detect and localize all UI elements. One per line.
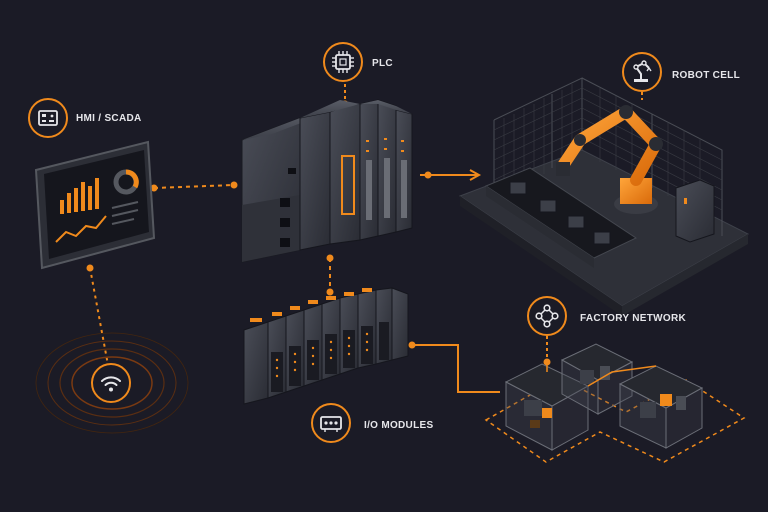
connectors: [89, 84, 643, 393]
io-icon-badge: [311, 403, 351, 443]
factory-network: [484, 343, 746, 463]
factory-outline: [484, 377, 746, 463]
hmi-plc-link: [153, 184, 235, 189]
robot-arm-icon: [633, 60, 652, 82]
hmi-panel-icon: [38, 110, 58, 126]
io-module-icon: [320, 416, 342, 432]
hmi-line-chart: [55, 215, 107, 243]
hmi-donut-chart: [113, 169, 139, 195]
plc-icon-badge: [323, 42, 363, 82]
chip-icon: [332, 51, 354, 73]
plc-robot-arrowhead: [469, 169, 482, 181]
io-rack: [243, 287, 409, 405]
io-label: I/O MODULES: [364, 420, 434, 431]
hmi-wireless-link: [89, 267, 109, 366]
factory-room-1: [504, 363, 590, 451]
robot-icon-badge: [622, 52, 662, 92]
plc-rack: [241, 99, 413, 263]
plc-label: PLC: [372, 58, 393, 69]
hmi-tablet: [34, 140, 156, 270]
wireless-icon-badge: [91, 363, 131, 403]
network-label: FACTORY NETWORK: [580, 313, 686, 324]
robot-cell: [458, 77, 750, 316]
network-icon-badge: [527, 296, 567, 336]
hmi-bar-chart: [60, 178, 99, 214]
factory-room-3: [618, 365, 704, 449]
robot-label: ROBOT CELL: [672, 70, 740, 81]
hmi-label: HMI / SCADA: [76, 113, 142, 124]
wifi-icon: [101, 376, 121, 392]
network-nodes-icon: [535, 304, 559, 328]
hmi-icon-badge: [28, 98, 68, 138]
io-factory-link: [412, 344, 500, 393]
wireless-rings: [35, 332, 189, 434]
